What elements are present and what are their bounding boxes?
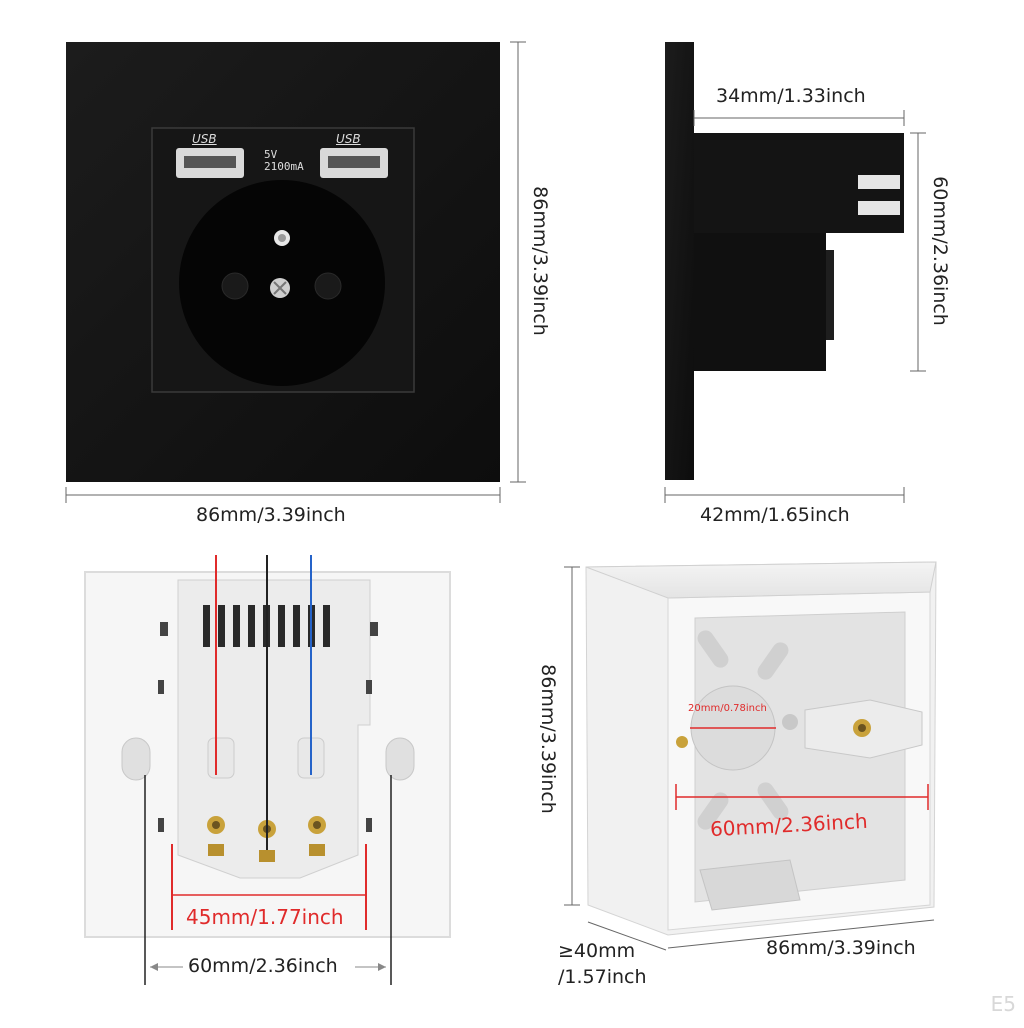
side-vent <box>858 175 900 189</box>
side-view <box>664 42 926 503</box>
neutral-hole <box>314 272 342 300</box>
front-view <box>65 41 526 503</box>
terminal-spacing-label: 45mm/1.77inch <box>186 905 344 929</box>
mount-slot-right <box>385 737 415 781</box>
front-height-label: 86mm/3.39inch <box>529 186 551 336</box>
box-depth-label-2: /1.57inch <box>558 966 647 988</box>
side-plate <box>665 42 694 480</box>
box-inner <box>694 611 906 903</box>
mount-slot-left <box>121 737 151 781</box>
box-depth-label-1: ≥40mm <box>558 940 636 962</box>
box-width-label: 86mm/3.39inch <box>766 937 916 959</box>
side-depth-label: 34mm/1.33inch <box>716 85 866 107</box>
rating-voltage: 5V <box>264 148 278 161</box>
hole-spacing-label: 60mm/2.36inch <box>188 955 338 977</box>
back-view <box>84 555 451 985</box>
mounting-box-view <box>564 561 937 951</box>
usb-label-right: USB <box>336 132 361 146</box>
box-hole-label: 20mm/0.78inch <box>688 703 767 714</box>
usb-label-left: USB <box>192 132 217 146</box>
rating-current: 2100mA <box>264 160 304 173</box>
front-width-label: 86mm/3.39inch <box>196 504 346 526</box>
side-total-depth-label: 42mm/1.65inch <box>700 504 850 526</box>
side-module-height-label: 60mm/2.36inch <box>929 176 951 326</box>
box-height-label: 86mm/3.39inch <box>537 664 559 814</box>
live-hole <box>221 272 249 300</box>
side-module-lower <box>694 233 826 371</box>
watermark: E5 <box>990 992 1016 1016</box>
